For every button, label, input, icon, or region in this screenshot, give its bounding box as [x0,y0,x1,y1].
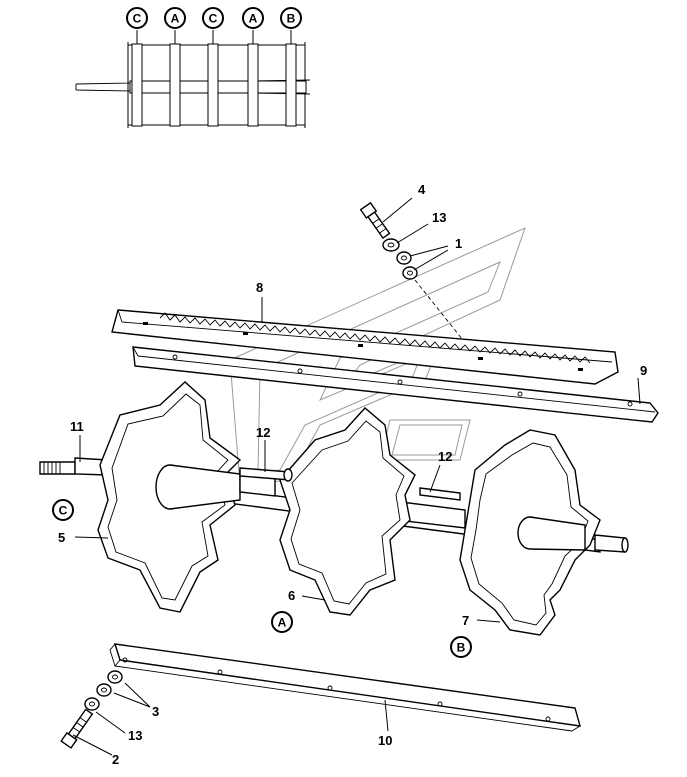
callout-10: 10 [378,733,392,748]
rotor-6 [279,407,416,616]
svg-text:C: C [59,504,68,518]
callout-8: 8 [256,280,263,295]
svg-text:A: A [171,12,180,26]
callout-12a: 12 [256,425,270,440]
bolt-2 [60,708,94,749]
section-marker-b: B [450,636,472,658]
callout-3: 3 [152,704,159,719]
bolt-4 [359,201,391,240]
overview-marker-5: B [280,7,302,29]
overview-marker-4: A [242,7,264,29]
callout-1: 1 [455,236,462,251]
callout-13-bottom: 13 [128,728,142,743]
nut-3b [107,670,123,684]
nut-1a [396,251,412,265]
callout-5: 5 [58,530,65,545]
lower-hardware [60,670,123,749]
callout-13-top: 13 [432,210,446,225]
svg-text:A: A [249,12,258,26]
svg-text:C: C [209,12,218,26]
callout-2: 2 [112,752,119,767]
callout-7: 7 [462,613,469,628]
callout-6: 6 [288,588,295,603]
svg-text:B: B [457,641,466,655]
upper-hardware [359,201,483,365]
svg-text:C: C [133,12,142,26]
nut-3a [96,683,112,697]
flat-bar-9 [132,346,659,423]
callout-11: 11 [70,419,84,434]
key-12b [419,487,461,501]
callouts: 4 13 1 8 9 11 12 12 5 6 7 10 3 13 2 [58,182,647,767]
washer-13-lower [84,697,100,711]
svg-text:B: B [287,12,296,26]
section-marker-c: C [52,499,74,521]
washer-13 [382,238,400,252]
overview-marker-3: C [202,7,224,29]
serrated-bar-8 [111,309,619,385]
svg-text:A: A [278,616,287,630]
callout-12b: 12 [438,449,452,464]
overview-marker-1: C [126,7,148,29]
callout-4: 4 [418,182,426,197]
rotor-5 [97,381,242,613]
overview-marker-2: A [164,7,186,29]
callout-9: 9 [640,363,647,378]
nut-1b [402,266,418,280]
lower-bar-10 [109,643,581,732]
section-marker-a: A [271,611,293,633]
overview-assembly: C A C A B [75,7,311,128]
leader-lines [72,197,641,756]
rotor-7 [459,429,601,636]
